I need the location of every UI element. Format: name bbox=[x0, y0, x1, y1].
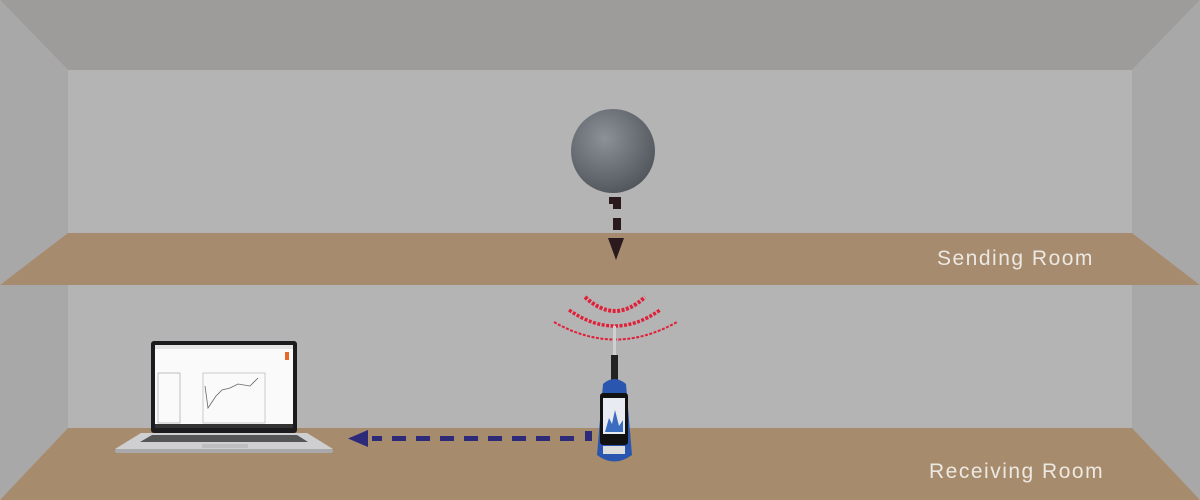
receiving-room-label: Receiving Room bbox=[929, 460, 1105, 483]
sound-source-sphere-icon bbox=[571, 109, 655, 193]
laptop-icon bbox=[115, 341, 333, 453]
arrow-left-icon bbox=[348, 430, 592, 447]
ceiling bbox=[0, 0, 1200, 70]
left-wall bbox=[0, 0, 68, 500]
right-wall bbox=[1132, 0, 1200, 500]
floor-slab bbox=[0, 233, 1200, 285]
sound-level-meter-icon bbox=[597, 326, 632, 462]
arrow-down-icon bbox=[608, 197, 624, 260]
sending-room-label: Sending Room bbox=[937, 247, 1094, 270]
